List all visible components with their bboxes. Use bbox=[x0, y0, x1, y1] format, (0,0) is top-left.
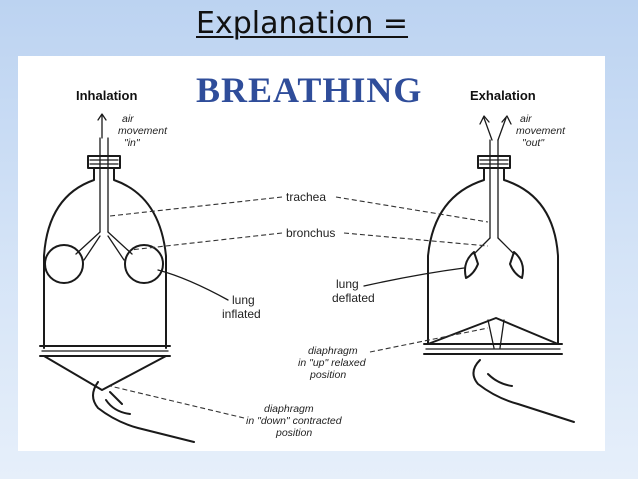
bronchus-label: bronchus bbox=[286, 226, 335, 240]
trachea-label: trachea bbox=[286, 190, 326, 204]
lung-deflated-line1: lung bbox=[336, 277, 359, 291]
trachea-leader-left bbox=[109, 196, 283, 217]
right-lung-inflated bbox=[124, 244, 164, 284]
right-bell-jar bbox=[423, 115, 575, 423]
diaphragm-down-label: diaphragm in "down" contracted position bbox=[246, 403, 343, 439]
diaphragm-down-line2: in "down" contracted bbox=[246, 415, 343, 427]
right-air-label: air movement "out" bbox=[516, 113, 566, 149]
diaphragm-down-line3: position bbox=[275, 427, 312, 439]
left-jar-rim bbox=[39, 345, 171, 357]
lung-inflated-leader bbox=[157, 269, 229, 301]
left-air-line1: air bbox=[122, 113, 134, 125]
diaphragm-up-label: diaphragm in "up" relaxed position bbox=[298, 345, 367, 381]
diaphragm-up-leader bbox=[369, 327, 489, 353]
left-air-line2: movement bbox=[118, 125, 168, 137]
left-air-arrow-icon bbox=[97, 113, 107, 139]
inhalation-title: Inhalation bbox=[76, 88, 137, 103]
bronchus-leader-right bbox=[343, 232, 489, 247]
breathing-diagram: Inhalation BREATHING Exhalation bbox=[39, 70, 575, 443]
right-air-line1: air bbox=[520, 113, 532, 125]
lung-deflated-line2: deflated bbox=[332, 291, 375, 305]
slide-title: Explanation = bbox=[196, 6, 409, 41]
diaphragm-up-line2: in "up" relaxed bbox=[298, 357, 367, 369]
right-hand bbox=[472, 359, 575, 423]
left-air-label: air movement "in" bbox=[118, 113, 168, 149]
right-jar-outline bbox=[427, 167, 559, 345]
left-stopper bbox=[87, 155, 121, 169]
right-air-line3: "out" bbox=[522, 137, 545, 149]
lung-deflated-label: lung deflated bbox=[332, 277, 375, 305]
right-lung-deflated bbox=[509, 251, 524, 279]
right-diaphragm-up bbox=[427, 317, 559, 345]
diagram-panel: Inhalation BREATHING Exhalation bbox=[18, 56, 605, 451]
exhalation-title: Exhalation bbox=[470, 88, 536, 103]
left-air-line3: "in" bbox=[124, 137, 141, 149]
breathing-heading: BREATHING bbox=[196, 70, 422, 110]
bronchus-leader-left bbox=[129, 232, 283, 251]
diaphragm-down-line1: diaphragm bbox=[264, 403, 314, 415]
left-lung-deflated bbox=[464, 251, 479, 279]
lung-inflated-line2: inflated bbox=[222, 307, 261, 321]
right-air-line2: movement bbox=[516, 125, 566, 137]
lung-inflated-line1: lung bbox=[232, 293, 255, 307]
lung-deflated-leader bbox=[363, 267, 465, 287]
left-hand bbox=[92, 381, 195, 443]
left-lung-inflated bbox=[44, 244, 84, 284]
left-jar-outline bbox=[43, 167, 167, 349]
right-stopper bbox=[477, 155, 511, 169]
trachea-leader-right bbox=[335, 196, 489, 223]
diaphragm-up-line3: position bbox=[309, 369, 346, 381]
right-air-arrow-icon bbox=[479, 115, 512, 141]
left-bell-jar bbox=[39, 113, 195, 443]
diaphragm-up-line1: diaphragm bbox=[308, 345, 358, 357]
lung-inflated-label: lung inflated bbox=[222, 293, 261, 321]
left-diaphragm-down bbox=[43, 355, 167, 391]
diaphragm-down-leader bbox=[109, 385, 245, 419]
